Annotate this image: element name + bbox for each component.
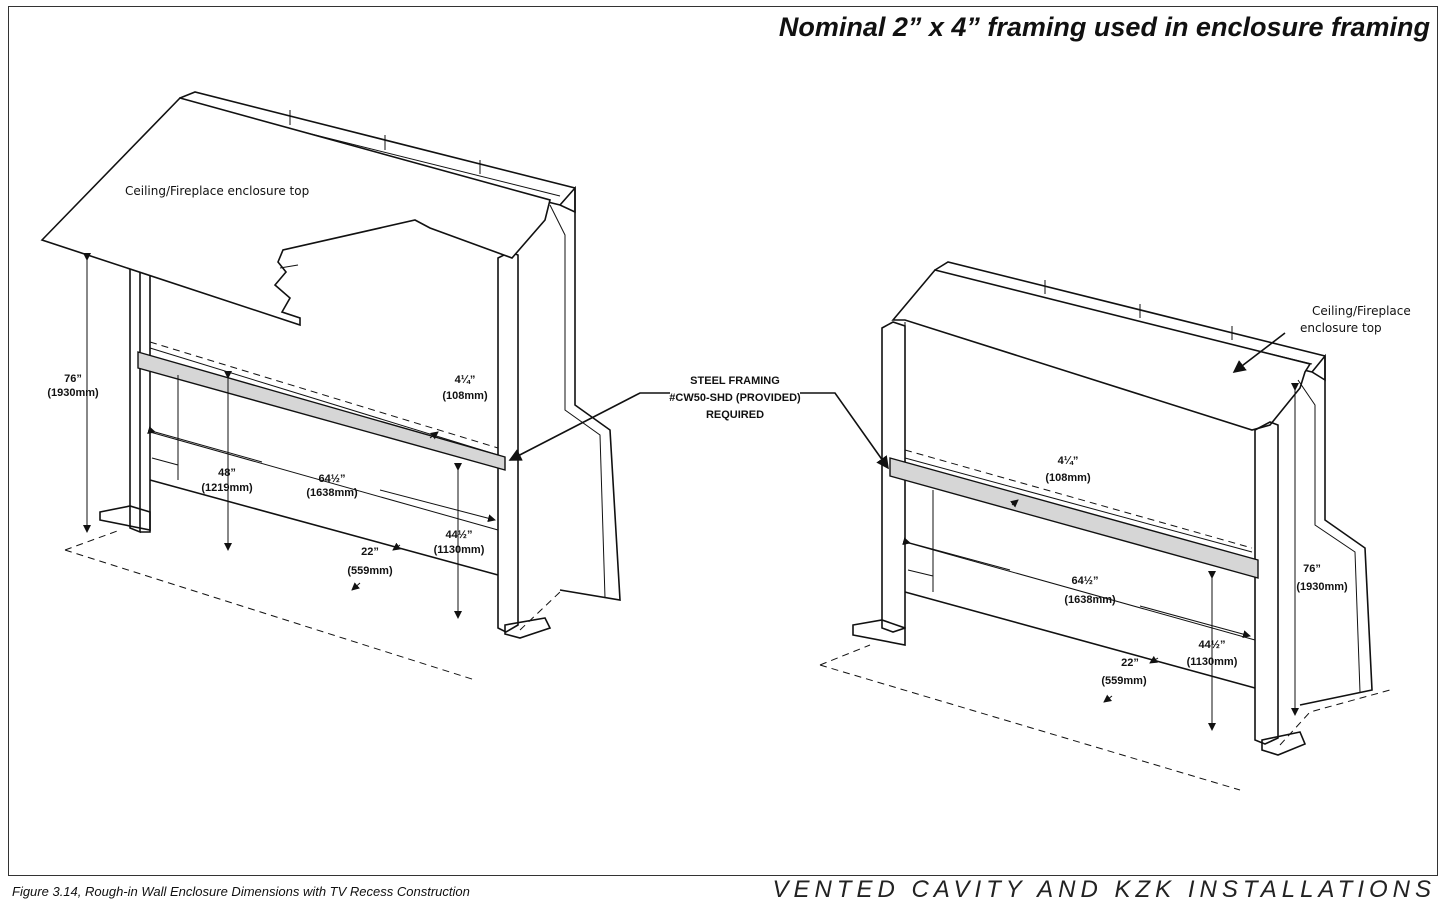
right-width-in: 64½” [1072, 575, 1099, 587]
figure-caption: Figure 3.14, Rough-in Wall Enclosure Dim… [12, 884, 470, 899]
right-foot-right [1261, 731, 1307, 756]
left-post-left [129, 250, 141, 534]
left-steel-header [137, 351, 506, 471]
steel-callout-leaders [508, 392, 889, 470]
right-ceiling-label-2: enclosure top [1300, 321, 1382, 335]
right-opening-in: 44½” [1199, 639, 1226, 651]
left-recess-panel [149, 262, 499, 456]
right-enclosure-drawing [819, 261, 1391, 791]
page-title: Nominal 2” x 4” framing used in enclosur… [778, 12, 1430, 42]
left-ceiling-label: Ceiling/Fireplace enclosure top [125, 184, 309, 198]
page-border [8, 6, 1438, 876]
left-opening-in: 44½” [446, 529, 473, 541]
right-header-in: 4¼” [1058, 455, 1079, 467]
left-foot-right [504, 617, 552, 639]
section-footer-title: VENTED CAVITY AND KZK INSTALLATIONS [772, 876, 1436, 903]
left-height-in: 76” [64, 373, 82, 385]
steel-callout-line3: REQUIRED [706, 409, 764, 421]
right-header-mm: (108mm) [1045, 472, 1091, 484]
left-side-wall [559, 185, 621, 601]
left-post-right [497, 251, 519, 633]
right-height-in: 76” [1303, 563, 1321, 575]
right-opening-mm: (1130mm) [1187, 656, 1238, 668]
right-depth-mm: (559mm) [1101, 675, 1147, 687]
right-width-mm: (1638mm) [1064, 594, 1116, 606]
right-foot-left [852, 619, 906, 646]
left-height-mm: (1930mm) [47, 387, 99, 399]
left-recess-height-mm: (1219mm) [201, 482, 253, 494]
right-height-mm: (1930mm) [1296, 581, 1348, 593]
right-ceiling-panel [891, 269, 1312, 431]
right-side-wall [1299, 353, 1373, 706]
left-opening-mm: (1130mm) [434, 544, 485, 556]
left-dimensions [83, 253, 496, 619]
left-header-in: 4¼” [455, 374, 476, 386]
left-header-mm: (108mm) [442, 390, 488, 402]
right-depth-in: 22” [1121, 657, 1139, 669]
left-depth-mm: (559mm) [347, 565, 393, 577]
left-depth-in: 22” [361, 546, 379, 558]
right-dimensions [902, 332, 1299, 731]
left-recess-height-in: 48” [218, 467, 236, 479]
left-ceiling-panel [40, 97, 551, 327]
right-ceiling-label-1: Ceiling/Fireplace [1312, 304, 1411, 318]
left-width-in: 64½” [319, 473, 346, 485]
steel-callout-line1: STEEL FRAMING [690, 375, 780, 387]
steel-callout-line2: #CW50-SHD (PROVIDED) [669, 392, 801, 404]
right-post-right [1254, 421, 1279, 745]
left-enclosure-drawing [40, 91, 621, 681]
left-width-mm: (1638mm) [306, 487, 358, 499]
left-foot-left [99, 505, 151, 531]
right-steel-header [889, 457, 1259, 579]
